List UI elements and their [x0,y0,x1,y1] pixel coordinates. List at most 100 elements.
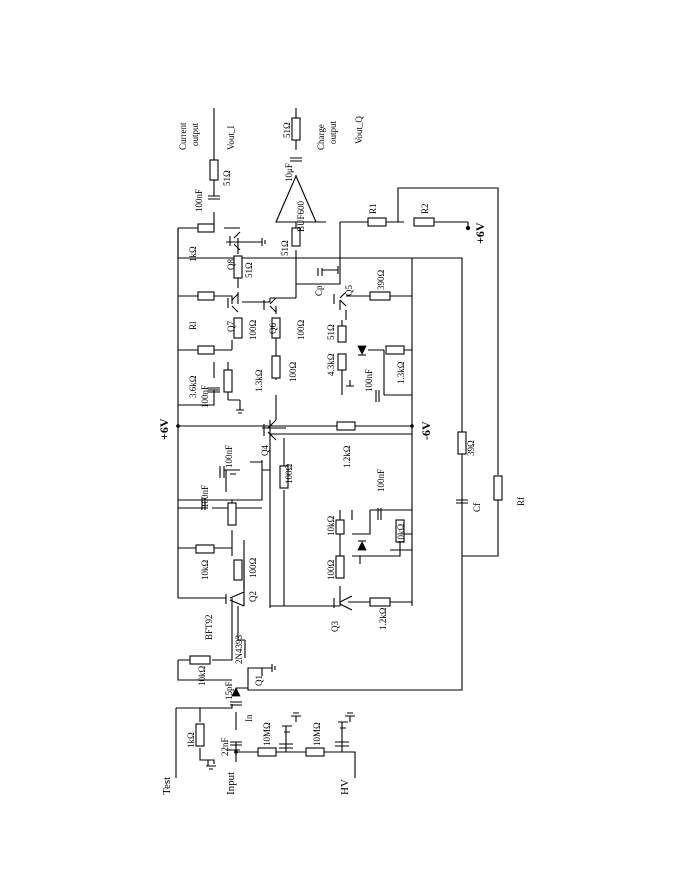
label-q5: Q5 [344,285,354,296]
value-100n-f: 100nF [194,189,204,212]
resistor-small-q1 [189,655,211,665]
resistor-10m-a [257,747,277,757]
labels: Test Input HV In 1kΩ 22nF 15pF 10kΩ 10MΩ… [157,116,526,795]
resistor-1-2k-a [336,421,356,431]
resistor-100-d [271,355,281,379]
value-1-3k-a: 1.3kΩ [254,369,264,392]
label-hv: HV [339,779,351,795]
capacitor-100n-b [219,466,225,478]
resistor-4-3k [337,353,347,371]
label-r1: R1 [368,203,378,214]
value-390: 390Ω [376,270,386,291]
label-current-c: Vout_I [226,126,236,150]
capacitor-cf [456,499,468,504]
resistor-51-b [233,255,243,279]
label-bft92: BFT92 [204,614,214,640]
label-input: Input [225,772,237,795]
label-cf: Cf [472,503,482,512]
label-cp: Cp [314,285,324,296]
q8-symbol [229,231,241,251]
value-100-a: 100Ω [248,558,258,579]
label-plus6v-right: +6V [473,222,487,244]
value-100n-b: 100nF [224,445,234,468]
resistor-rf [493,475,503,501]
value-51-c: 51Ω [222,170,232,186]
value-22nf: 22nF [220,737,230,756]
resistor-39 [457,431,467,455]
resistor-100-f [271,317,281,339]
label-q8: Q8 [226,259,236,270]
value-51-d: 51Ω [280,240,290,256]
label-current-b: output [190,122,200,146]
label-q7: Q7 [226,321,236,332]
value-100-f: 100Ω [296,320,306,341]
components [189,117,503,757]
q3-symbol [333,595,353,611]
resistor-1-2k-b [369,597,391,607]
label-minus6v: -6V [419,421,433,440]
q2-symbol [225,591,245,607]
label-q1: Q1 [254,675,264,686]
value-100n-d: 100nF [200,385,210,408]
value-10uf: 10μF [284,163,294,182]
capacitor-100n-d [208,387,220,393]
value-100n-e: 100nF [364,369,374,392]
resistor-390 [369,291,391,301]
resistor-100-a [233,559,243,581]
label-charge-c: Vout_Q [354,116,364,144]
diode-b [357,345,367,355]
resistor-r2 [413,217,435,227]
label-rf: Rf [516,497,526,506]
resistor-10k-d [395,519,405,543]
value-10m-b: 10MΩ [312,722,322,746]
capacitor-cp [317,268,323,276]
capacitor-15pf [230,701,242,706]
resistor-1-3k-a [223,369,233,393]
buffer-buf600 [275,174,317,223]
capacitor-10uf [290,157,302,162]
value-small: 10kΩ [197,666,207,687]
value-3-6k: 3.6kΩ [188,375,198,398]
value-1-2k-b: 1.2kΩ [378,607,388,630]
label-charge-a: Charge [316,124,326,150]
label-q2: Q2 [248,591,258,602]
value-1-2k-a: 1.2kΩ [342,445,352,468]
value-10m-a: 10MΩ [262,722,272,746]
wires [175,108,499,778]
q1-symbol [231,687,241,697]
value-100n-c: 100nF [376,469,386,492]
capacitor-22nf [230,741,242,746]
resistor-rl [197,291,215,301]
value-100-b: 100Ω [284,464,294,485]
value-100-c: 100Ω [326,560,336,581]
resistor-1k-b [197,223,215,233]
ground-icon [206,238,355,770]
resistor-51-e [291,117,301,141]
value-51-b: 51Ω [244,262,254,278]
value-100-e: 100Ω [248,320,258,341]
value-39: 39Ω [466,440,476,456]
value-4-3k: 4.3kΩ [326,353,336,376]
value-1k-test: 1kΩ [186,732,196,748]
value-10k-c: 10kΩ [326,516,336,537]
value-51-a: 51Ω [326,324,336,340]
capacitor-100n-f [208,195,220,200]
value-1-3k-b: 1.3kΩ [396,361,406,384]
value-10k-d: 10kΩ [396,524,406,545]
resistor-100-b [279,465,289,489]
resistor-r1 [367,217,387,227]
label-current-a: Current [178,122,188,150]
label-in: In [244,714,254,722]
transistors [225,231,353,611]
q4-symbol [263,419,277,441]
resistor-100-e [233,317,243,339]
value-15pf: 15pF [224,681,234,700]
capacitor-100n-c [377,508,382,520]
label-r2: R2 [420,203,430,214]
resistor-1-3k-b [385,345,405,355]
label-test: Test [161,777,173,795]
resistor-100-c [335,555,345,579]
label-q3: Q3 [330,621,340,632]
resistor-51-c [209,159,219,181]
resistor-1k-test [195,723,205,747]
